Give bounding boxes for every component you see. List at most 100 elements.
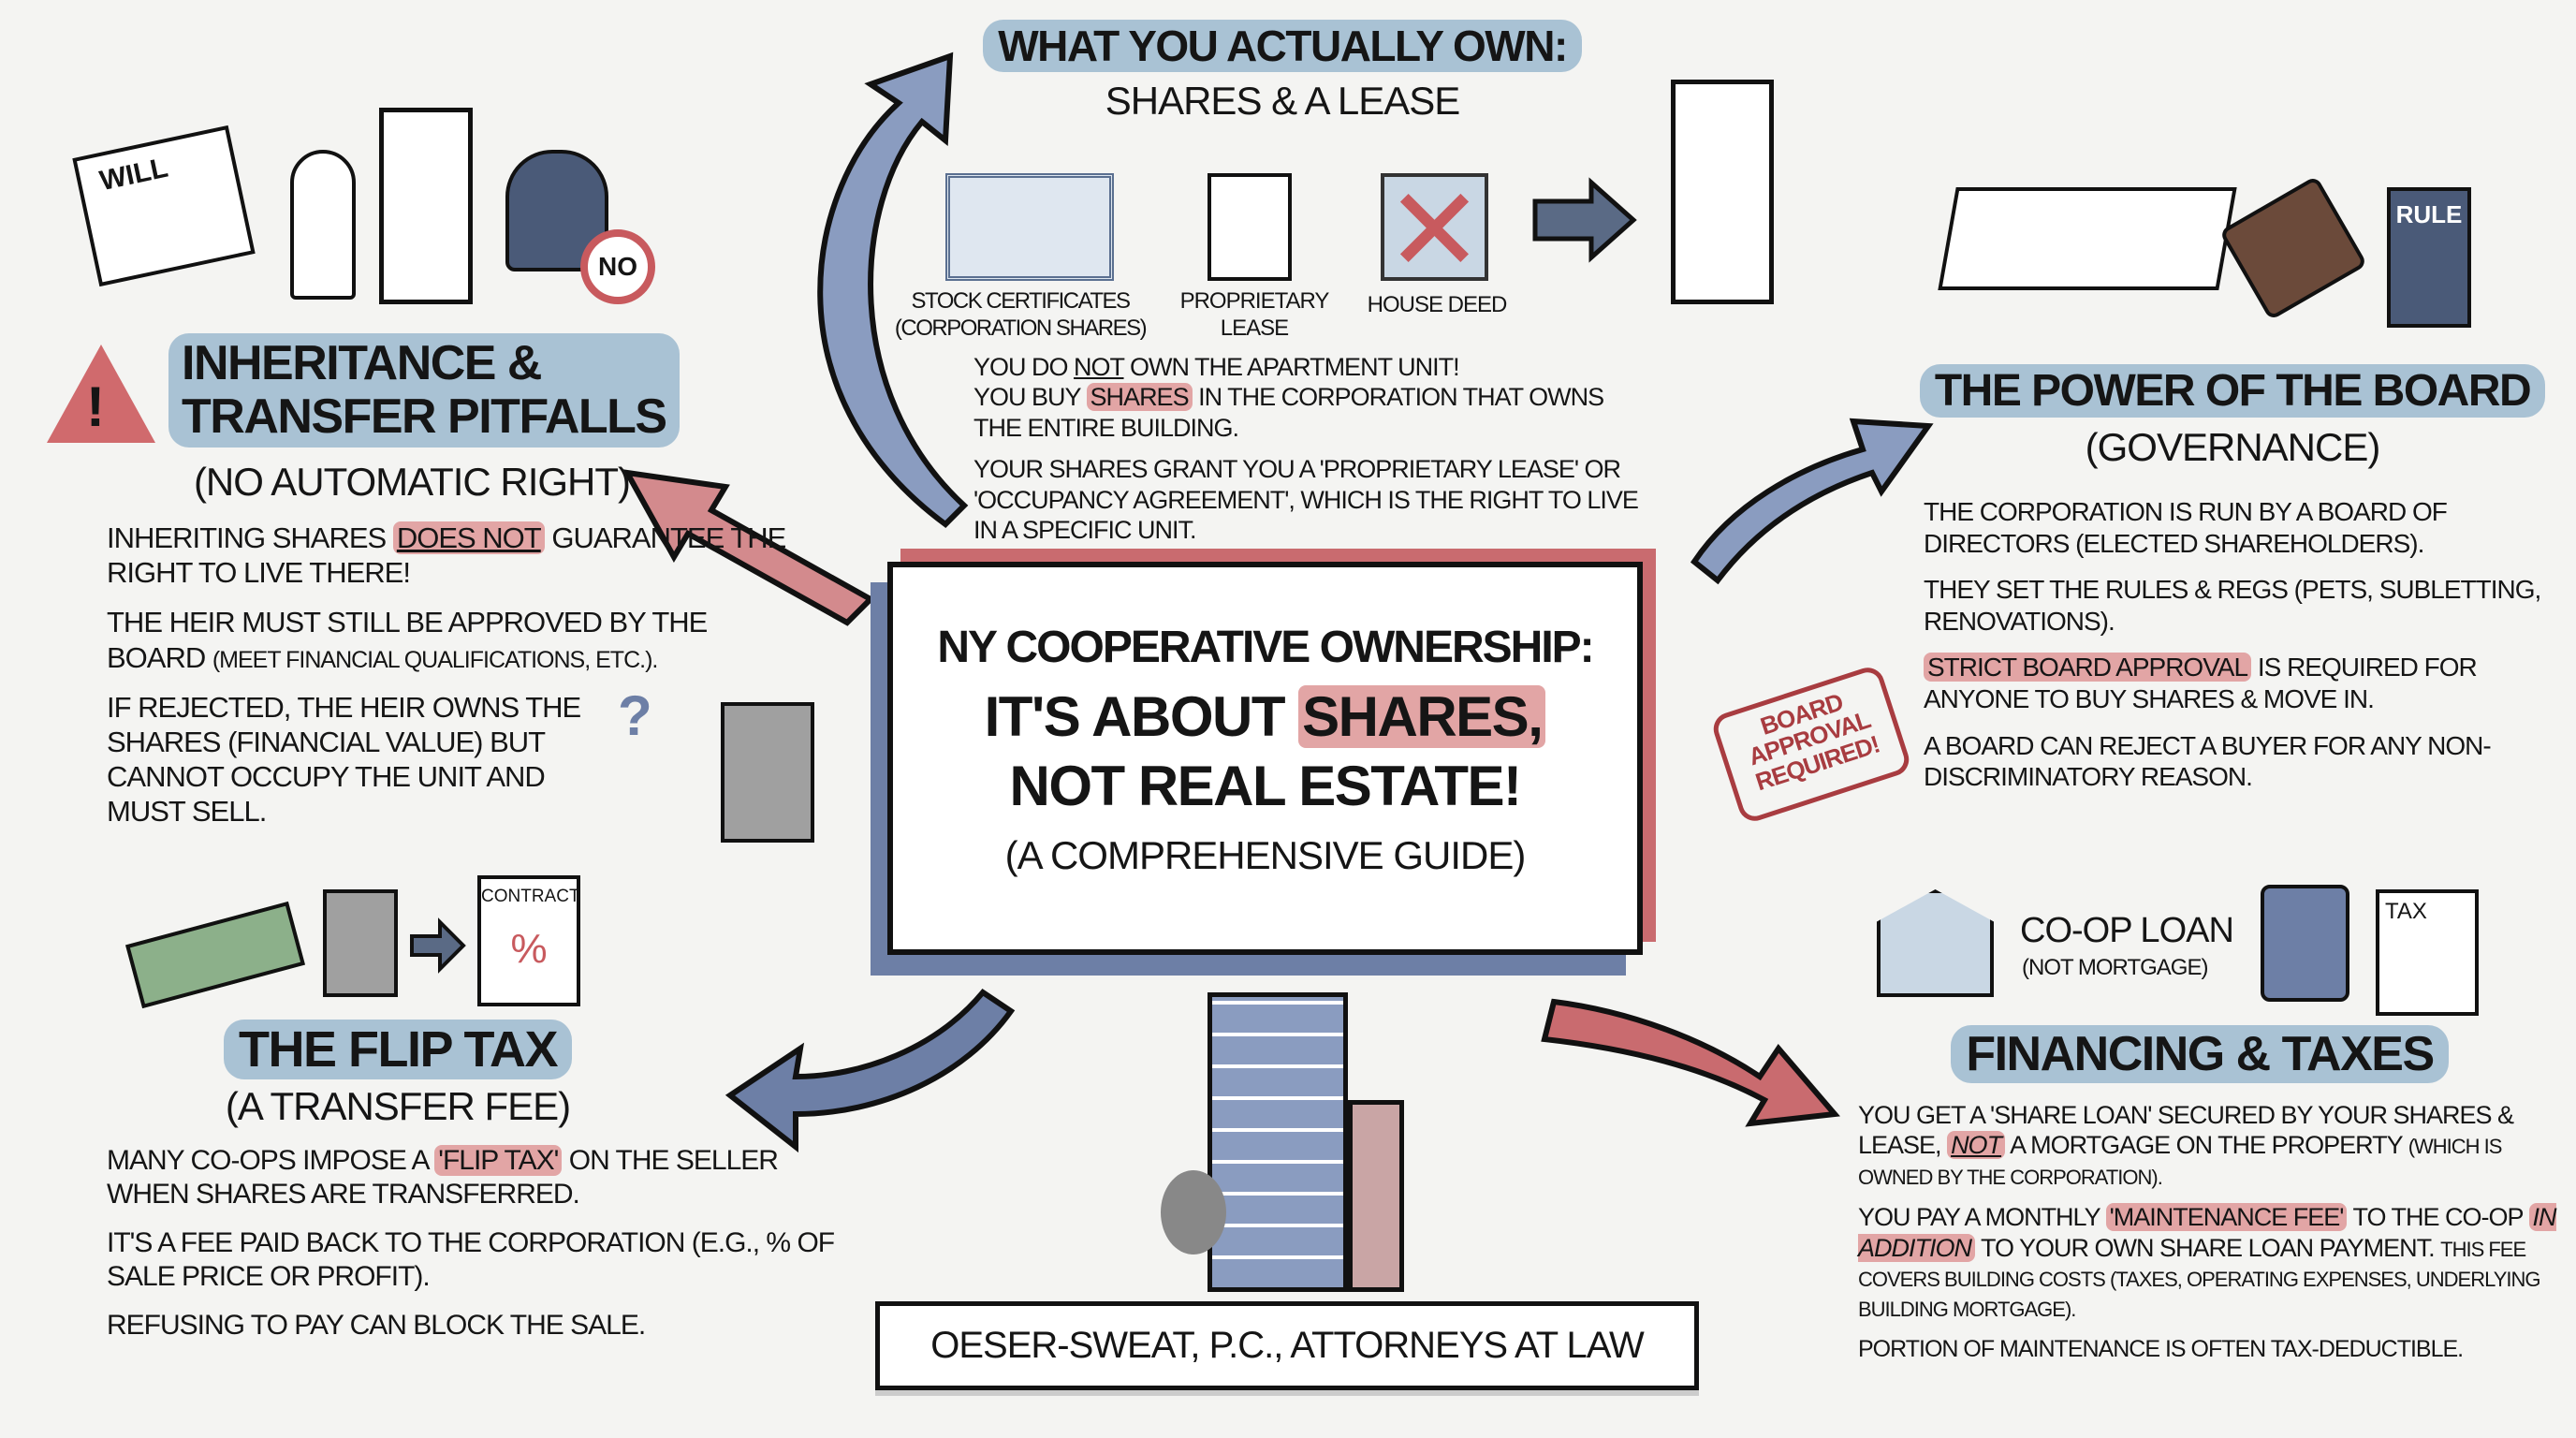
- main-title: NY COOPERATIVE OWNERSHIP:: [937, 623, 1594, 672]
- main-title-line2: IT'S ABOUT SHARES,: [893, 684, 1637, 748]
- text-small: THIS FEE COVERS BUILDING COSTS (TAXES, O…: [1858, 1237, 2540, 1322]
- document-icon: [1208, 173, 1292, 281]
- text: IN THE CORPORATION THAT OWNS THE ENTIRE …: [973, 383, 1604, 442]
- will-label: WILL: [96, 152, 171, 198]
- flip-text: MANY CO-OPS IMPOSE A 'FLIP TAX' ON THE S…: [107, 1144, 856, 1343]
- footer-banner: OESER-SWEAT, P.C., ATTORNEYS AT LAW: [875, 1301, 1699, 1390]
- text: MANY CO-OPS IMPOSE A: [107, 1145, 435, 1176]
- own-section-header: WHAT YOU ACTUALLY OWN: SHARES & A LEASE: [908, 20, 1657, 125]
- no-label: NO: [598, 252, 637, 281]
- coop-loan-label: CO-OP LOAN: [2020, 911, 2234, 950]
- highlight: 'MAINTENANCE FEE': [2105, 1203, 2348, 1232]
- finance-paragraph-1: YOU GET A 'SHARE LOAN' SECURED BY YOUR S…: [1858, 1100, 2569, 1191]
- text: TO THE CO-OP: [2347, 1203, 2529, 1232]
- exclamation-icon: !: [86, 375, 105, 438]
- title-line: INHERITANCE &: [182, 336, 542, 390]
- own-subtitle: SHARES & A LEASE: [1105, 78, 1461, 123]
- inheritance-subtitle: (NO AUTOMATIC RIGHT): [193, 460, 631, 504]
- inheritance-title: INHERITANCE & TRANSFER PITFALLS: [168, 333, 680, 448]
- flip-title: THE FLIP TAX: [223, 1020, 572, 1079]
- building-annex-icon: [1348, 1100, 1404, 1292]
- text: YOU BUY: [973, 383, 1087, 412]
- arrow-to-finance: [1541, 998, 1840, 1127]
- text: GUARANTEE THE RIGHT TO LIVE THERE!: [107, 521, 786, 590]
- finance-paragraph-2: YOU PAY A MONTHLY 'MAINTENANCE FEE' TO T…: [1858, 1202, 2569, 1324]
- title-highlight: SHARES,: [1298, 684, 1546, 748]
- highlight: DOES NOT: [392, 521, 545, 554]
- house-deed-label: HOUSE DEED: [1367, 292, 1508, 317]
- arrow-right-icon: [1532, 177, 1637, 263]
- inheritance-paragraph-1: INHERITING SHARES DOES NOT GUARANTEE THE…: [107, 521, 799, 590]
- board-text: THE CORPORATION IS RUN BY A BOARD OF DIR…: [1924, 496, 2565, 793]
- icon-label: PROPRIETARY: [1179, 288, 1330, 314]
- no-sign-icon: NO: [580, 229, 655, 304]
- own-paragraph-2: YOUR SHARES GRANT YOU A 'PROPRIETARY LEA…: [973, 455, 1639, 544]
- building-icon: [323, 889, 398, 997]
- text: YOU GET A 'SHARE LOAN' SECURED BY YOUR S…: [1858, 1101, 2514, 1160]
- text: YOU DO: [973, 353, 1075, 381]
- icon-sublabel: LEASE: [1220, 315, 1289, 341]
- icon-sublabel: (CORPORATION SHARES): [894, 315, 1148, 341]
- tax-label: TAX: [2385, 899, 2427, 924]
- board-subtitle: (GOVERNANCE): [2085, 424, 2381, 469]
- door-icon: [379, 108, 473, 304]
- boardroom-table-icon: [1938, 187, 2237, 290]
- title-text: IT'S ABOUT: [984, 684, 1299, 748]
- own-text: YOU DO NOT OWN THE APARTMENT UNIT! YOU BU…: [973, 352, 1647, 545]
- main-title-line3: NOT REAL ESTATE!: [1009, 754, 1523, 817]
- question-mark-icon: ?: [618, 684, 652, 747]
- flip-paragraph-3: REFUSING TO PAY CAN BLOCK THE SALE.: [107, 1310, 646, 1341]
- own-title: WHAT YOU ACTUALLY OWN:: [983, 20, 1582, 72]
- coop-loan-sublabel: (NOT MORTGAGE): [2022, 955, 2208, 980]
- text: A MORTGAGE ON THE PROPERTY: [2005, 1131, 2408, 1160]
- building-icon: [721, 702, 814, 843]
- inheritance-paragraph-3: IF REJECTED, THE HEIR OWNS THE SHARES (F…: [107, 690, 581, 829]
- text-small: (WHICH IS OWNED BY THE CORPORATION).: [1858, 1135, 2502, 1189]
- contract-icon: CONTRACT%: [477, 875, 580, 1006]
- arrow-to-own: [817, 51, 969, 528]
- finance-header: FINANCING & TAXES: [1863, 1025, 2537, 1083]
- finance-title: FINANCING & TAXES: [1951, 1025, 2449, 1083]
- text: ON THE SELLER WHEN SHARES ARE TRANSFERRE…: [107, 1145, 779, 1210]
- text: IS REQUIRED FOR ANYONE TO BUY SHARES & M…: [1924, 653, 2478, 713]
- text: OWN THE APARTMENT UNIT!: [1123, 353, 1460, 381]
- arrow-right-icon: [410, 917, 466, 974]
- door-icon: [1671, 80, 1774, 304]
- crossed-house-icon: ✕: [1381, 173, 1488, 281]
- emphasis: NOT: [1074, 353, 1125, 381]
- firm-name: OESER-SWEAT, P.C., ATTORNEYS AT LAW: [930, 1325, 1644, 1366]
- arrow-to-board: [1690, 418, 1934, 585]
- calculator-icon: [2261, 885, 2349, 1002]
- flip-subtitle: (A TRANSFER FEE): [225, 1084, 571, 1129]
- rule-book-icon: RULE: [2387, 187, 2471, 328]
- inheritance-paragraph-2: THE HEIR MUST STILL BE APPROVED BY THE B…: [107, 605, 799, 674]
- highlight: SHARES: [1086, 383, 1193, 412]
- emphasis: NOT: [1947, 1131, 2006, 1160]
- apartment-building-icon: [1208, 992, 1348, 1292]
- board-paragraph-2: THEY SET THE RULES & REGS (PETS, SUBLETT…: [1924, 575, 2541, 636]
- finance-text: YOU GET A 'SHARE LOAN' SECURED BY YOUR S…: [1858, 1100, 2569, 1363]
- text: THE HEIR MUST STILL BE APPROVED BY THE B…: [107, 606, 708, 674]
- rule-label: RULE: [2395, 200, 2463, 228]
- tax-form-icon: TAX: [2376, 889, 2479, 1016]
- board-title: THE POWER OF THE BOARD: [1919, 364, 2546, 418]
- sad-person-icon: [290, 150, 356, 300]
- flip-paragraph-2: IT'S A FEE PAID BACK TO THE CORPORATION …: [107, 1227, 835, 1292]
- stock-certificates-label: STOCK CERTIFICATES(CORPORATION SHARES): [880, 288, 1161, 343]
- board-paragraph-3: STRICT BOARD APPROVAL IS REQUIRED FOR AN…: [1924, 652, 2565, 714]
- icon-label: STOCK CERTIFICATES: [911, 288, 1131, 314]
- highlight: 'FLIP TAX': [434, 1145, 563, 1176]
- tree-icon: [1161, 1170, 1226, 1255]
- board-paragraph-1: THE CORPORATION IS RUN BY A BOARD OF DIR…: [1924, 497, 2448, 558]
- arrow-to-inheritance: [622, 469, 875, 626]
- inheritance-text: INHERITING SHARES DOES NOT GUARANTEE THE…: [107, 521, 799, 844]
- warning-icon: [47, 345, 155, 443]
- certificate-icon: [945, 173, 1114, 281]
- arrow-to-flip: [724, 989, 1016, 1153]
- text: TO YOUR OWN SHARE LOAN PAYMENT.: [1975, 1233, 2441, 1262]
- own-paragraph-1: YOU DO NOT OWN THE APARTMENT UNIT! YOU BU…: [973, 352, 1647, 443]
- text: INHERITING SHARES: [107, 521, 393, 554]
- main-subtitle: (A COMPREHENSIVE GUIDE): [1004, 832, 1527, 877]
